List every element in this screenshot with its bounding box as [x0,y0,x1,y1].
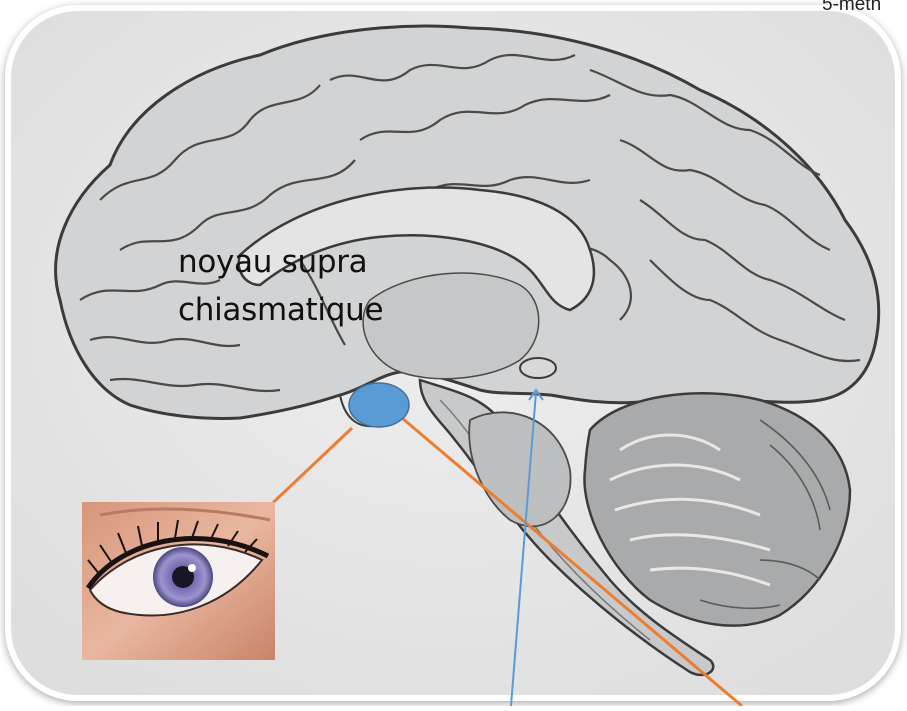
corner-title-text: 5-méth [822,0,907,16]
nucleus-label-line2: chiasmatique [178,286,383,334]
nucleus-label-line1: noyau supra [178,238,383,286]
eye-photo [82,502,275,660]
nucleus-label: noyau supra chiasmatique [178,238,383,334]
nucleus-marker [349,383,409,427]
